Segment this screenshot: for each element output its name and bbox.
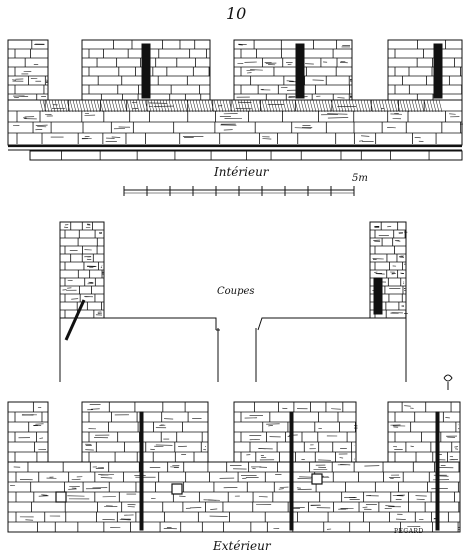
engraver-signature: PEGARD — [394, 528, 424, 535]
interior-label: Intérieur — [214, 165, 269, 179]
decorative-mark — [444, 375, 452, 390]
figure-number: 10 — [226, 4, 246, 23]
scale-label: 5m — [352, 173, 368, 184]
right-section — [256, 222, 408, 382]
interior-base-course — [30, 151, 462, 160]
section-label: Coupes — [217, 286, 255, 297]
interior-merlon — [388, 40, 462, 100]
left-section — [60, 222, 220, 382]
exterior-merlon — [388, 402, 460, 462]
interior-merlon — [82, 40, 210, 100]
exterior-elevation-drawing — [8, 402, 461, 532]
scale-bar — [124, 186, 354, 196]
exterior-merlon — [234, 402, 358, 462]
section-drawings — [60, 222, 452, 390]
interior-wall-body — [8, 100, 463, 150]
exterior-merlon — [82, 402, 208, 462]
interior-elevation-drawing — [8, 40, 463, 160]
interior-merlon — [8, 40, 48, 100]
exterior-merlon — [8, 402, 48, 462]
exterior-label: Extérieur — [213, 539, 271, 553]
interior-merlon — [234, 40, 352, 100]
